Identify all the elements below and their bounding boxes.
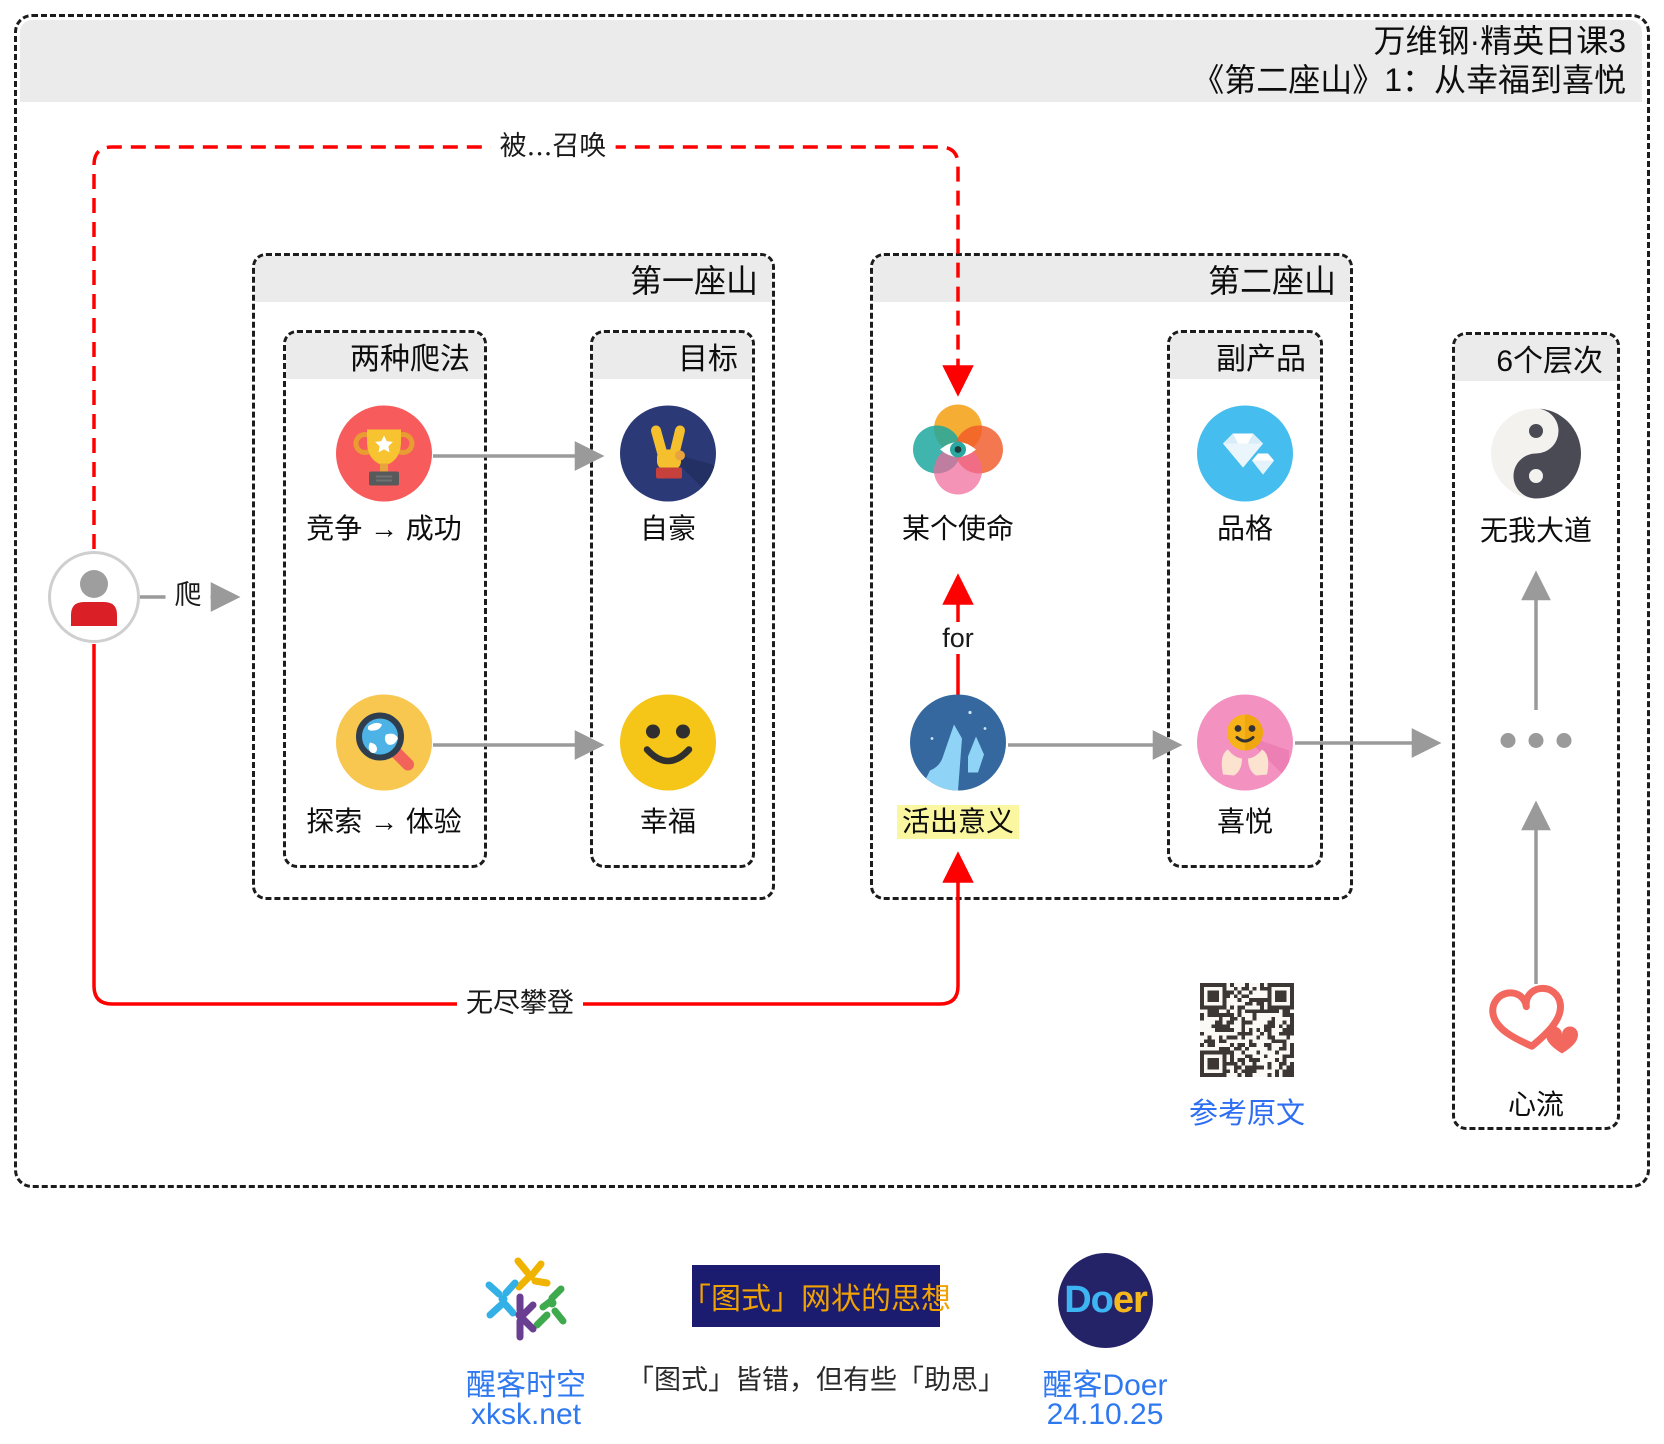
page-title-line1: 万维钢·精英日课3: [1373, 23, 1626, 59]
header-band: 万维钢·精英日课3 《第二座山》1：从幸福到喜悦: [20, 20, 1642, 102]
hearts-icon: [1484, 983, 1588, 1078]
victory-hand-icon: [620, 405, 716, 507]
doer-logo-part1: Do: [1064, 1279, 1114, 1321]
box-six-levels-title: 6个层次: [1455, 335, 1617, 381]
doer-name: 醒客Doer: [1042, 1369, 1168, 1402]
label-explore-experience: 探索 → 体验: [301, 805, 467, 839]
qr-code[interactable]: [1200, 983, 1294, 1077]
box-six-levels: 6个层次: [1452, 332, 1620, 1130]
box-climb-methods-title: 两种爬法: [286, 333, 484, 379]
label-pride: 自豪: [634, 512, 702, 546]
box-byproducts-title: 副产品: [1170, 333, 1320, 379]
main-frame: [14, 14, 1650, 1188]
label-compete-success: 竞争 → 成功: [301, 512, 467, 546]
schema-badge: 「图式」网状的思想: [681, 1265, 951, 1327]
ellipsis-icon: [1496, 731, 1576, 756]
label-live-meaning: 活出意义: [896, 805, 1020, 839]
page-title-line2: 《第二座山》1：从幸福到喜悦: [1192, 62, 1626, 98]
schema-slogan: 「图式」皆错，但有些「助思」: [627, 1365, 1005, 1396]
venn-eye-icon: [906, 398, 1010, 507]
person-icon: [48, 551, 140, 643]
box-second-mountain-title: 第二座山: [873, 256, 1350, 302]
xksk-logo: [475, 1245, 577, 1345]
label-character: 品格: [1211, 512, 1279, 546]
iceberg-icon: [910, 694, 1006, 796]
box-first-mountain-title: 第一座山: [255, 256, 772, 302]
brand-site-link[interactable]: xksk.net: [470, 1398, 582, 1431]
box-byproducts: 副产品: [1167, 330, 1323, 868]
edge-label-summon: 被...召唤: [490, 131, 616, 163]
edge-label-endless: 无尽攀登: [457, 988, 583, 1020]
label-joy: 喜悦: [1211, 805, 1279, 839]
yinyang-icon: [1490, 408, 1582, 505]
doer-logo-part2: er: [1112, 1279, 1148, 1321]
label-happiness: 幸福: [634, 805, 702, 839]
box-goals-title: 目标: [593, 333, 752, 379]
edge-label-for: for: [933, 622, 983, 654]
reference-link[interactable]: 参考原文: [1188, 1098, 1306, 1130]
globe-magnifier-icon: [336, 694, 432, 796]
doer-date: 24.10.25: [1046, 1398, 1164, 1431]
smiley-icon: [620, 694, 716, 796]
brand-name: 醒客时空: [466, 1369, 586, 1402]
label-mission: 某个使命: [896, 512, 1020, 546]
label-selfless-way: 无我大道: [1474, 514, 1598, 548]
edge-label-climb: 爬: [165, 580, 211, 612]
joy-hands-icon: [1197, 694, 1293, 796]
diamond-icon: [1197, 405, 1293, 507]
trophy-icon: [336, 405, 432, 507]
label-flow: 心流: [1502, 1088, 1570, 1122]
